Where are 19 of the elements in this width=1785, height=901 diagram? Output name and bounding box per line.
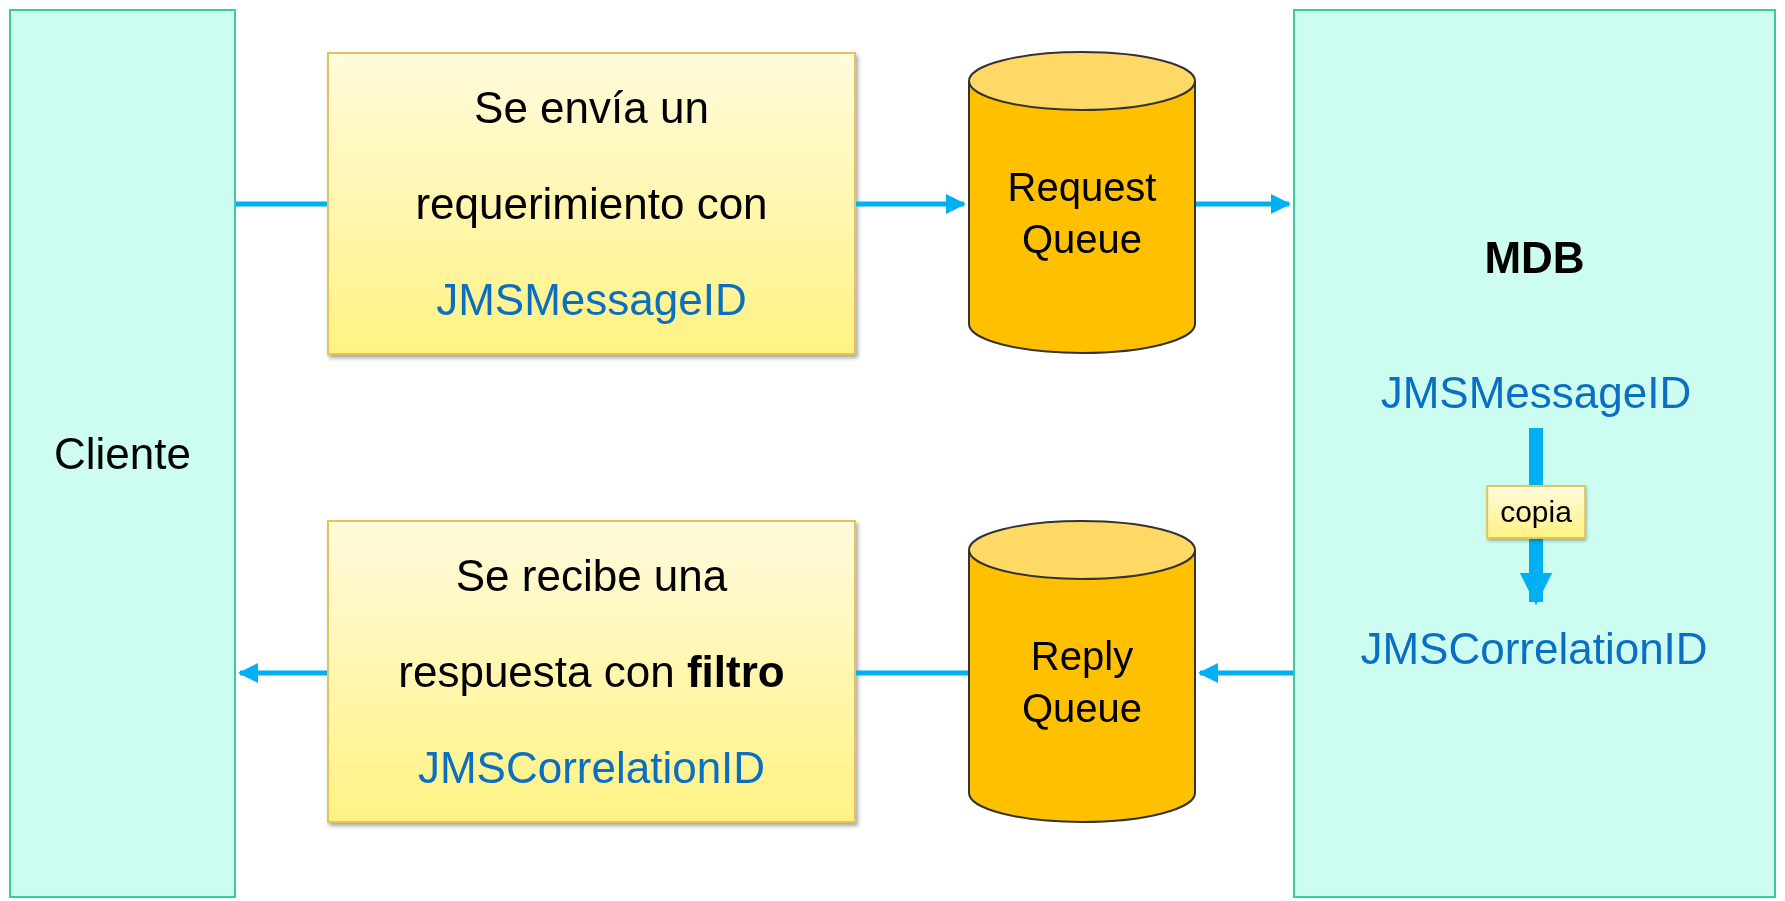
panel-title: Cliente (54, 428, 191, 479)
arrow (1198, 663, 1293, 683)
message-id-text: JMSMessageID (1380, 368, 1692, 418)
arrow (856, 194, 966, 214)
message-note (327, 520, 856, 823)
arrow (1196, 194, 1291, 214)
message-note (327, 52, 856, 355)
component-panel (1293, 9, 1776, 898)
message-id-text: JMSCorrelationID (417, 741, 766, 794)
note-text: Se recibe una respuesta con filtro (397, 549, 786, 698)
message-id-text: JMSMessageID (436, 273, 747, 326)
message-id-text: JMSCorrelationID (1360, 624, 1708, 674)
component-panel (9, 9, 236, 898)
note-text: Se envía un requerimiento con (414, 81, 769, 230)
panel-title: MDB (1484, 233, 1585, 283)
arrow (238, 663, 327, 683)
queue-label: Reply Queue (1020, 632, 1144, 732)
edge-label: copia (1486, 485, 1586, 539)
queue-label: Request Queue (1007, 163, 1157, 263)
